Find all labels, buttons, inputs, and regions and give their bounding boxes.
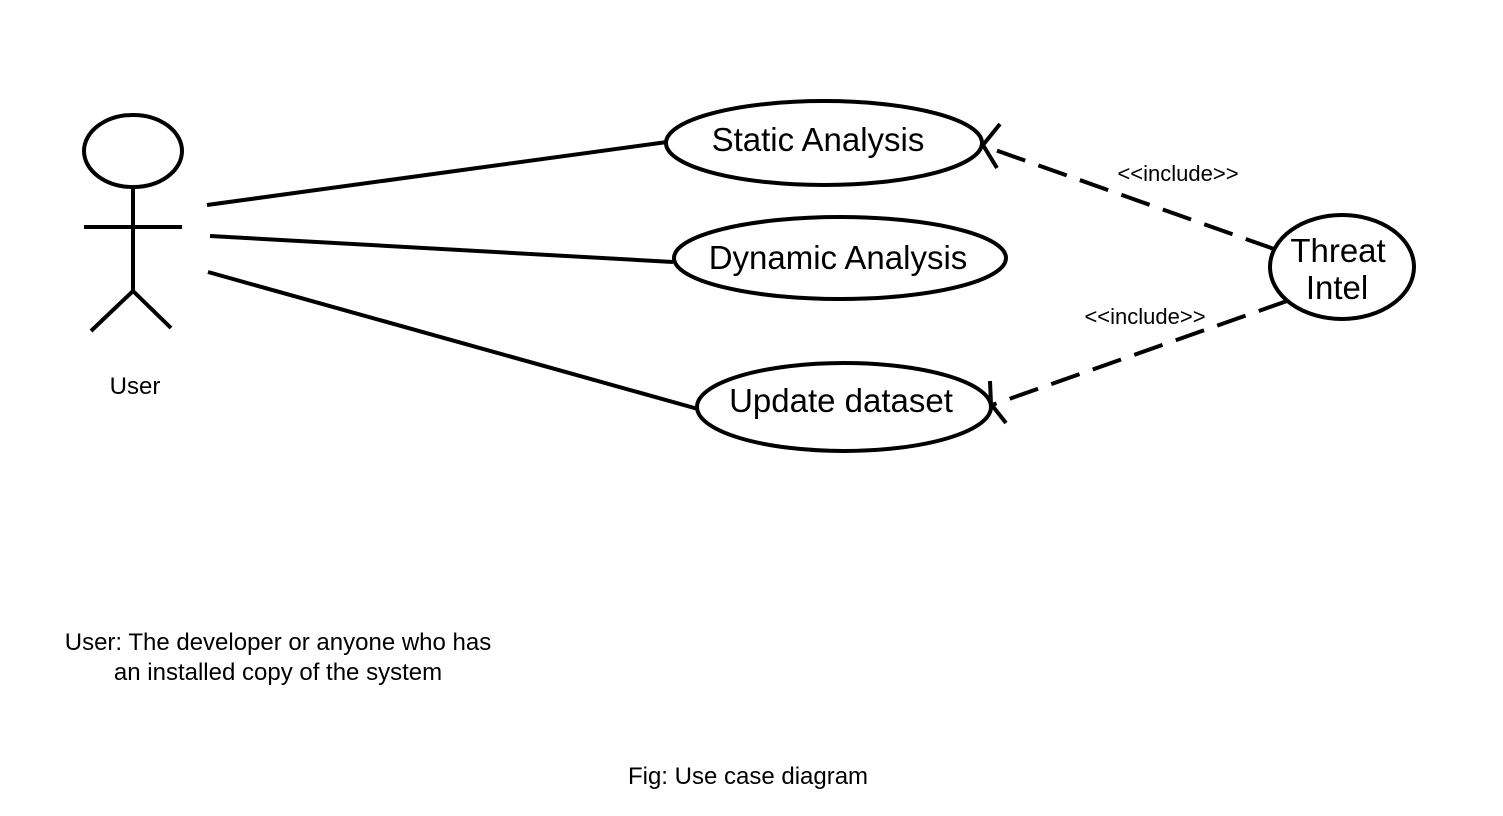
include-line-static — [983, 144, 1275, 251]
associations — [206, 140, 699, 411]
use-case-static-analysis-label: Static Analysis — [712, 121, 925, 158]
actor-label: User — [110, 373, 161, 400]
use-case-threat-intel-label-line2: Intel — [1306, 269, 1368, 306]
actor-head — [82, 113, 184, 189]
include-line-update — [991, 299, 1288, 407]
association-dynamic-analysis — [209, 234, 674, 264]
actor-user: User — [82, 113, 184, 400]
use-case-static-analysis-shape — [664, 99, 984, 187]
use-case-threat-intel: Threat Intel — [1268, 213, 1416, 321]
use-case-dynamic-analysis: Dynamic Analysis — [672, 215, 1008, 301]
use-case-dynamic-analysis-label: Dynamic Analysis — [709, 239, 968, 276]
actor-right-leg — [131, 289, 173, 330]
use-case-dynamic-analysis-shape — [672, 215, 1008, 301]
association-update-dataset — [207, 270, 699, 411]
association-static-analysis — [206, 140, 668, 207]
use-case-threat-intel-label-line1: Threat — [1290, 232, 1385, 269]
include-arrowhead-update — [988, 380, 1008, 425]
use-case-update-dataset: Update dataset — [695, 361, 993, 453]
actor-note-line2: an installed copy of the system — [114, 659, 442, 686]
include-arrowhead-static — [980, 122, 1002, 170]
actor-note: User: The developer or anyone who has an… — [65, 629, 491, 686]
actor-left-leg — [89, 289, 135, 333]
include-relationship-update: <<include>> — [988, 299, 1288, 425]
use-case-update-dataset-label: Update dataset — [729, 382, 953, 419]
actor-note-line1: User: The developer or anyone who has — [65, 629, 491, 656]
include-relationship-static: <<include>> — [980, 122, 1275, 251]
use-case-threat-intel-shape — [1268, 213, 1416, 321]
include-label-update: <<include>> — [1084, 304, 1205, 329]
include-label-static: <<include>> — [1117, 161, 1238, 186]
figure-caption: Fig: Use case diagram — [628, 763, 868, 790]
use-case-static-analysis: Static Analysis — [664, 99, 984, 187]
